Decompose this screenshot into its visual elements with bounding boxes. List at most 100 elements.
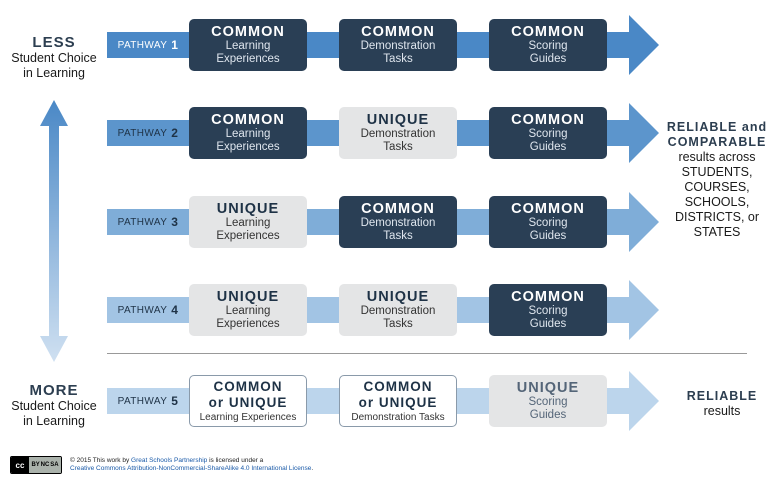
pathway-word: PATHWAY — [117, 216, 168, 228]
box-subtext: Scoring — [528, 217, 568, 229]
outcome-line: STATES — [693, 225, 741, 239]
box-subtext-2: Experiences — [216, 141, 280, 153]
cc-sa-icon: SA — [50, 462, 59, 468]
box-subtext-2: Experiences — [216, 230, 280, 242]
box-heading-2: or UNIQUE — [358, 394, 438, 410]
pathway-arrow-icon — [607, 371, 659, 431]
pathway-connector — [457, 209, 489, 235]
box-subtext-2: Guides — [529, 141, 567, 153]
pathway-word: PATHWAY — [117, 127, 168, 139]
cc-license-link[interactable]: Creative Commons Attribution-NonCommerci… — [70, 465, 312, 472]
box-heading: COMMON — [211, 24, 285, 40]
box-subtext: Demonstration — [360, 305, 436, 317]
box-subtext: Demonstration — [360, 40, 436, 52]
license-footer: cc BY NC SA © 2015 This work by Great Sc… — [10, 455, 313, 475]
outcome-reliable: RELIABLE results — [670, 389, 774, 419]
box-subtext: Demonstration — [360, 128, 436, 140]
pathway-arrow-icon — [607, 280, 659, 340]
cc-by-icon: BY — [31, 462, 40, 468]
box-heading: COMMON — [211, 112, 285, 128]
pathway-connector — [457, 120, 489, 146]
box-heading: COMMON — [511, 112, 585, 128]
box-subtext: Demonstration — [360, 217, 436, 229]
more-line1: Student Choice — [11, 399, 97, 413]
cc-logo-icon: cc — [11, 457, 29, 473]
less-choice-label: LESS Student Choice in Learning — [0, 34, 108, 81]
pathway-connector — [307, 32, 339, 58]
box-subtext-2: Experiences — [216, 53, 280, 65]
less-line2: in Learning — [23, 66, 85, 80]
outcome-bold-1: RELIABLE and — [666, 120, 768, 134]
pathway-connector — [307, 120, 339, 146]
choice-scale-arrow-icon — [40, 100, 68, 362]
box-subtext: Learning — [225, 305, 271, 317]
box-subtext-2: Tasks — [383, 318, 413, 330]
box-subtext: Learning — [225, 128, 271, 140]
box-subtext-2: Guides — [529, 318, 567, 330]
box-subtext-2: Experiences — [216, 318, 280, 330]
license-pre: © 2015 This work by — [70, 457, 132, 464]
box-heading: COMMON — [511, 201, 585, 217]
gsp-link[interactable]: Great Schools Partnership — [131, 457, 208, 464]
box-subtext-2: Tasks — [383, 141, 413, 153]
outcome-line: DISTRICTS, or — [674, 210, 760, 224]
pathway-number: 4 — [171, 303, 179, 317]
box-subtext-2: Tasks — [383, 53, 413, 65]
pathway-number: 2 — [171, 126, 179, 140]
outcome-reliable-bold: RELIABLE — [686, 389, 758, 403]
divider-line — [107, 353, 747, 354]
box-heading: UNIQUE — [366, 112, 430, 128]
outcome-line: COURSES, — [684, 180, 750, 194]
box-subtext-2: Guides — [529, 53, 567, 65]
outcome-line: SCHOOLS, — [684, 195, 750, 209]
box-subtext: Learning Experiences — [199, 411, 297, 423]
box-heading-2: or UNIQUE — [208, 394, 288, 410]
pathway-number: 5 — [171, 394, 179, 408]
box-heading: COMMON — [361, 201, 435, 217]
box-subtext: Scoring — [528, 396, 568, 408]
pathway-arrow-icon — [607, 192, 659, 252]
pathway-connector — [457, 297, 489, 323]
pathway-word: PATHWAY — [117, 304, 168, 316]
pathway-connector — [307, 209, 339, 235]
more-label: MORE — [29, 382, 79, 399]
pathway-number: 1 — [171, 38, 179, 52]
pathway-connector — [307, 297, 339, 323]
pathway-arrow-icon — [607, 15, 659, 75]
outcome-line: STUDENTS, — [681, 165, 753, 179]
box-heading: UNIQUE — [216, 201, 280, 217]
pathway-word: PATHWAY — [117, 395, 168, 407]
box-subtext: Scoring — [528, 128, 568, 140]
cc-nc-icon: NC — [40, 462, 50, 468]
outcome-reliable-comparable: RELIABLE and COMPARABLE results across S… — [657, 120, 777, 240]
box-subtext: Scoring — [528, 305, 568, 317]
box-subtext: Learning — [225, 217, 271, 229]
less-label: LESS — [32, 34, 76, 51]
box-heading: UNIQUE — [366, 289, 430, 305]
outcome-line: results across — [678, 150, 756, 164]
pathway-number: 3 — [171, 215, 179, 229]
box-subtext: Scoring — [528, 40, 568, 52]
box-heading: UNIQUE — [216, 289, 280, 305]
box-heading: COMMON — [363, 378, 433, 394]
box-heading: COMMON — [361, 24, 435, 40]
outcome-reliable-plain: results — [703, 404, 741, 418]
pathway-connector — [457, 388, 489, 414]
pathway-connector — [457, 32, 489, 58]
license-post: is licensed under a — [207, 457, 264, 464]
